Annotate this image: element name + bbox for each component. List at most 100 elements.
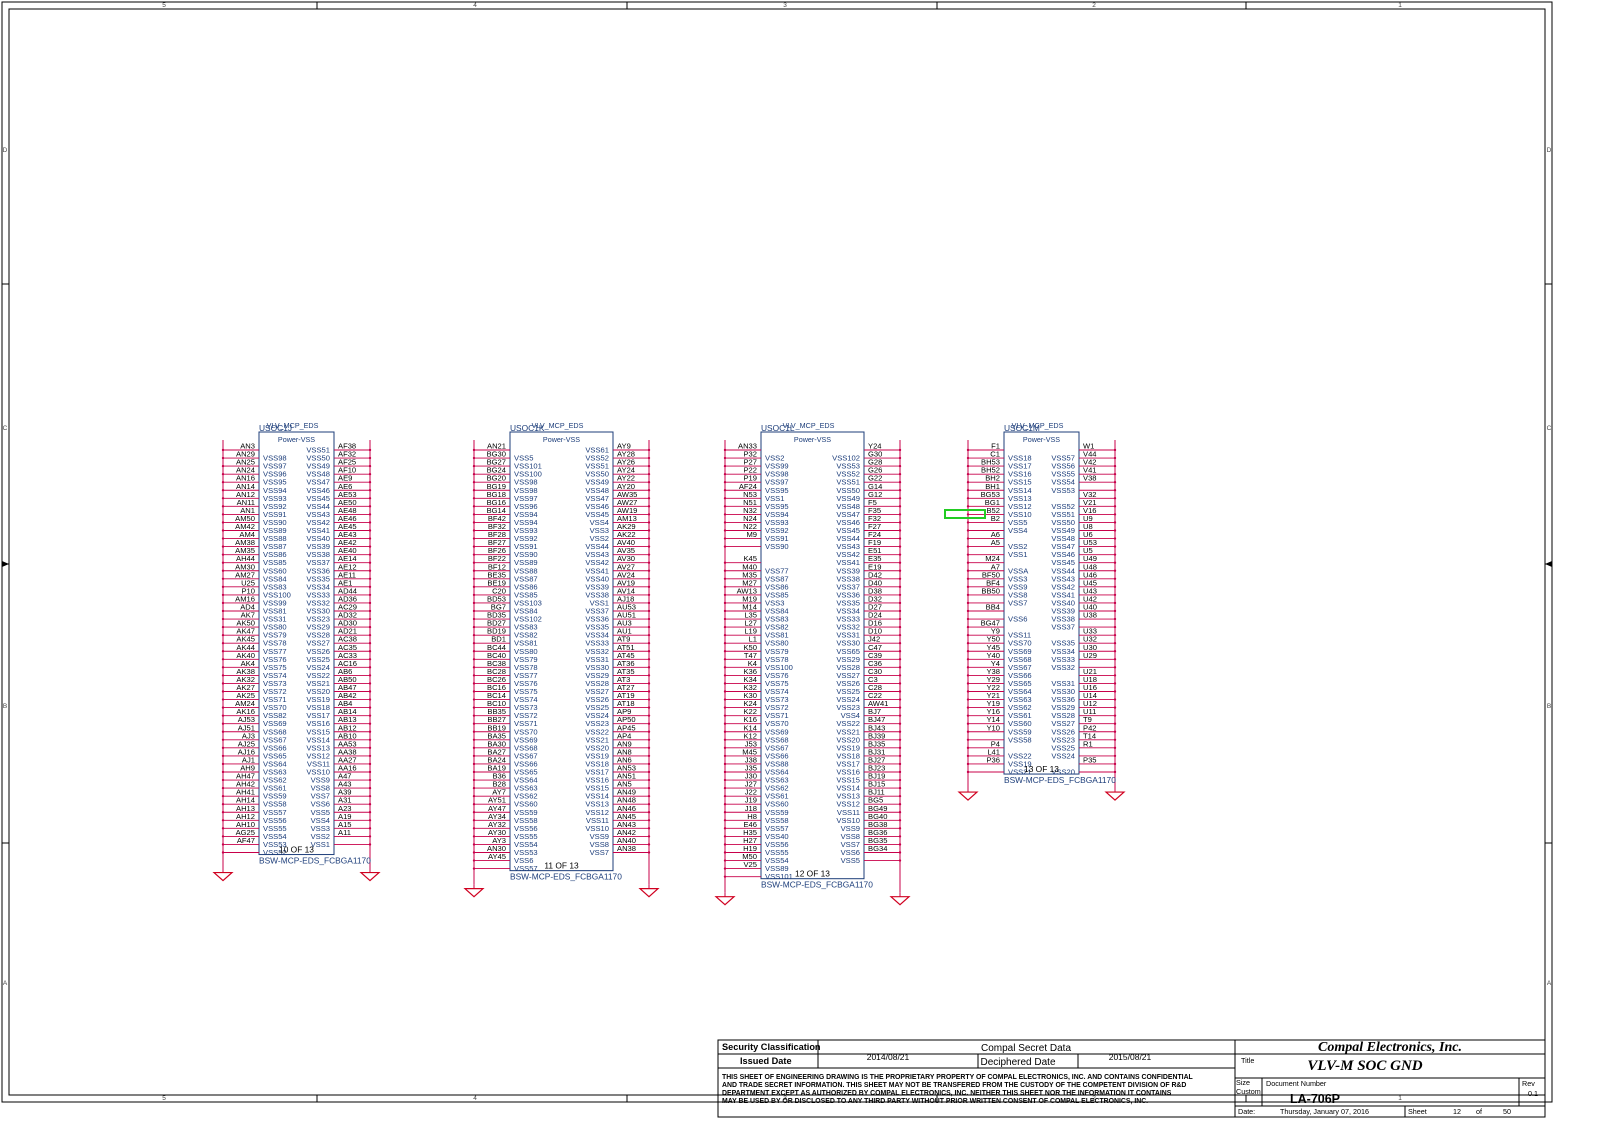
- pin-junction: [368, 827, 372, 830]
- pin-name: VSS3: [765, 598, 784, 607]
- pin-name: VSS35: [1051, 639, 1075, 648]
- pin-number: AE14: [338, 554, 357, 563]
- pin-number: BF4: [986, 578, 1000, 587]
- pin-junction: [1113, 553, 1117, 556]
- pin-junction: [221, 497, 225, 500]
- component-body[interactable]: [258, 431, 335, 856]
- selection-highlight[interactable]: [944, 509, 986, 519]
- pin-name: VSS71: [263, 695, 287, 704]
- pin-junction: [1113, 706, 1117, 709]
- pin-name: VSS79: [263, 631, 287, 640]
- component-body[interactable]: [760, 431, 865, 880]
- pin-junction: [966, 738, 970, 741]
- pin-junction: [368, 545, 372, 548]
- pin-junction: [221, 545, 225, 548]
- pin-junction: [898, 609, 902, 613]
- pin-name: VSS1: [311, 840, 330, 849]
- pin-junction: [221, 625, 225, 629]
- pin-number: AM30: [235, 562, 255, 571]
- pin-name: VSS25: [1051, 743, 1075, 752]
- pin-name: VSS11: [1008, 631, 1031, 640]
- pin-name: VSS15: [585, 784, 609, 793]
- pin-name: VSS6: [311, 800, 330, 809]
- pin-number: F27: [868, 522, 881, 531]
- pin-name: VSS32: [836, 623, 860, 632]
- pin-number: AH47: [236, 772, 255, 781]
- group-header: Power-VSS: [278, 435, 315, 444]
- pin-junction: [966, 569, 970, 572]
- pin-number: BF12: [488, 562, 506, 571]
- pin-junction: [898, 754, 902, 758]
- pin-junction: [898, 658, 902, 661]
- pin-name: VSS60: [514, 800, 538, 809]
- pin-name: VSS28: [1051, 711, 1075, 720]
- pin-junction: [368, 456, 372, 460]
- pin-name: VSS25: [585, 703, 609, 712]
- pin-junction: [221, 843, 225, 846]
- pin-name: VSS2: [311, 832, 330, 841]
- pin-name: VSS98: [263, 454, 287, 463]
- pin-name: VSS50: [836, 486, 860, 495]
- pin-junction: [368, 778, 372, 782]
- security-classification-value: Compal Secret Data: [981, 1043, 1071, 1054]
- pin-junction: [368, 666, 372, 669]
- pin-name: VSS12: [1008, 502, 1032, 511]
- pin-number: BG30: [487, 450, 506, 459]
- pin-number: Y24: [868, 442, 882, 451]
- pin-junction: [647, 521, 651, 524]
- pin-name: VSS56: [765, 840, 789, 849]
- pin-junction: [1113, 545, 1117, 548]
- pin-number: C36: [868, 659, 882, 668]
- pin-junction: [368, 513, 372, 516]
- pin-name: VSS35: [836, 598, 860, 607]
- pin-junction: [966, 529, 970, 532]
- pin-name: VSS20: [585, 743, 609, 752]
- pin-number: AM35: [235, 546, 255, 555]
- pin-name: VSS69: [514, 735, 538, 744]
- pin-name: VSS39: [306, 542, 330, 551]
- pin-number: BF50: [982, 570, 1000, 579]
- pin-junction: [723, 778, 727, 782]
- pin-name: VSS79: [765, 647, 789, 656]
- pin-junction: [472, 730, 476, 733]
- pin-name: VSS28: [836, 663, 860, 672]
- pin-number: K14: [743, 723, 757, 732]
- pin-name: VSS16: [1008, 470, 1032, 479]
- pin-number: AY45: [488, 852, 506, 861]
- pin-name: VSS7: [841, 840, 860, 849]
- pin-name: VSS8: [311, 784, 330, 793]
- zone-col-2-bottom: 2: [1092, 1095, 1096, 1102]
- pin-junction: [1113, 481, 1117, 484]
- pin-name: VSS62: [765, 784, 789, 793]
- pin-junction: [472, 690, 476, 693]
- pin-name: VSS11: [307, 759, 330, 768]
- pin-number: AN11: [237, 498, 255, 507]
- pin-junction: [472, 561, 476, 564]
- pin-number: M40: [742, 562, 757, 571]
- pin-junction: [898, 690, 902, 693]
- pin-number: AJ1: [242, 755, 255, 764]
- pin-junction: [647, 843, 651, 846]
- pin-junction: [472, 513, 476, 516]
- pin-number: Y9: [991, 627, 1000, 636]
- pin-name: VSS97: [263, 462, 287, 471]
- pin-junction: [472, 601, 476, 605]
- pin-number: U38: [1083, 611, 1097, 620]
- pin-number: BJ23: [868, 764, 885, 773]
- pin-number: BG40: [868, 812, 887, 821]
- component-body[interactable]: [1003, 431, 1080, 775]
- pin-number: AB10: [338, 731, 357, 740]
- pin-junction: [368, 690, 372, 693]
- pin-number: AE42: [338, 538, 357, 547]
- pin-number: BJ39: [868, 731, 885, 740]
- pin-junction: [368, 794, 372, 798]
- pin-number: AA27: [338, 755, 357, 764]
- pin-junction: [723, 617, 727, 621]
- pin-junction: [472, 859, 476, 862]
- component-body[interactable]: [509, 431, 614, 872]
- pin-name: VSS17: [585, 768, 609, 777]
